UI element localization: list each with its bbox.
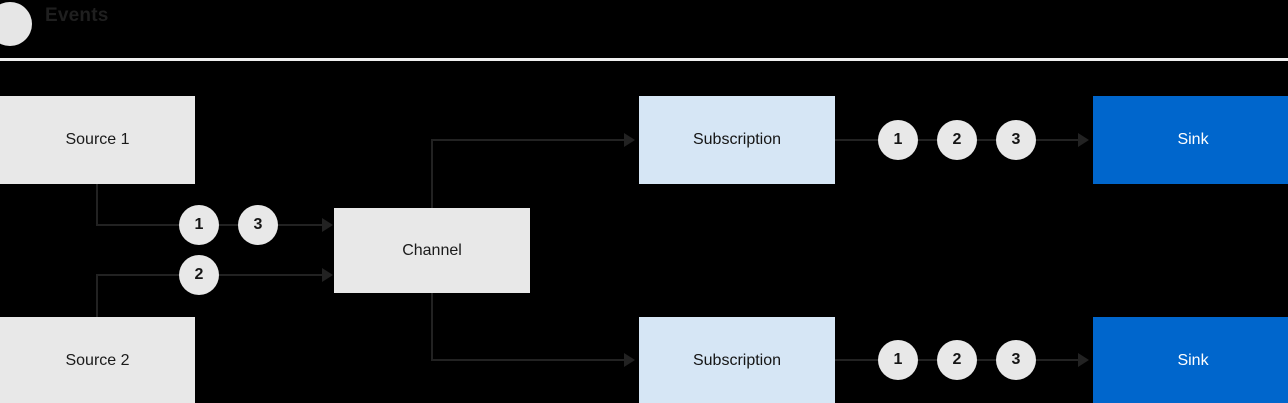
- arrowhead-subscription-top-to-sink: [1078, 133, 1089, 147]
- header-divider: [0, 58, 1288, 61]
- event-token: 2: [179, 255, 219, 295]
- sink-bottom-node[interactable]: Sink: [1093, 317, 1288, 403]
- arrowhead-source2-to-channel: [322, 268, 333, 282]
- connector-channel-up-horizontal: [431, 139, 627, 141]
- subscription-bottom-node[interactable]: Subscription: [639, 317, 835, 403]
- subscription-bottom-label: Subscription: [692, 352, 782, 369]
- source-1-label: Source 1: [65, 131, 130, 148]
- event-token: 3: [996, 340, 1036, 380]
- arrowhead-channel-to-subscription-bottom: [624, 353, 635, 367]
- connector-channel-down-horizontal: [431, 359, 627, 361]
- sink-bottom-label: Sink: [1177, 352, 1209, 369]
- event-token: 1: [878, 340, 918, 380]
- sink-top-label: Sink: [1177, 131, 1209, 148]
- subscription-top-label: Subscription: [692, 131, 782, 148]
- subscription-top-node[interactable]: Subscription: [639, 96, 835, 184]
- event-token: 2: [937, 340, 977, 380]
- connector-source2-vertical: [96, 274, 98, 318]
- event-token: 2: [937, 120, 977, 160]
- arrowhead-source1-to-channel: [322, 218, 333, 232]
- connector-channel-down-vertical: [431, 292, 433, 361]
- channel-node[interactable]: Channel: [334, 208, 530, 293]
- channel-label: Channel: [402, 241, 462, 259]
- page-title: Events: [45, 5, 109, 26]
- arrowhead-channel-to-subscription-top: [624, 133, 635, 147]
- source-2-node[interactable]: Source 2: [0, 317, 195, 403]
- event-token: 3: [996, 120, 1036, 160]
- connector-channel-up-vertical: [431, 140, 433, 209]
- source-1-node[interactable]: Source 1: [0, 96, 195, 184]
- connector-source1-vertical: [96, 183, 98, 225]
- circle-icon: [0, 2, 32, 46]
- event-token: 1: [878, 120, 918, 160]
- event-token: 3: [238, 205, 278, 245]
- arrowhead-subscription-bottom-to-sink: [1078, 353, 1089, 367]
- source-2-label: Source 2: [65, 352, 130, 369]
- event-token: 1: [179, 205, 219, 245]
- sink-top-node[interactable]: Sink: [1093, 96, 1288, 184]
